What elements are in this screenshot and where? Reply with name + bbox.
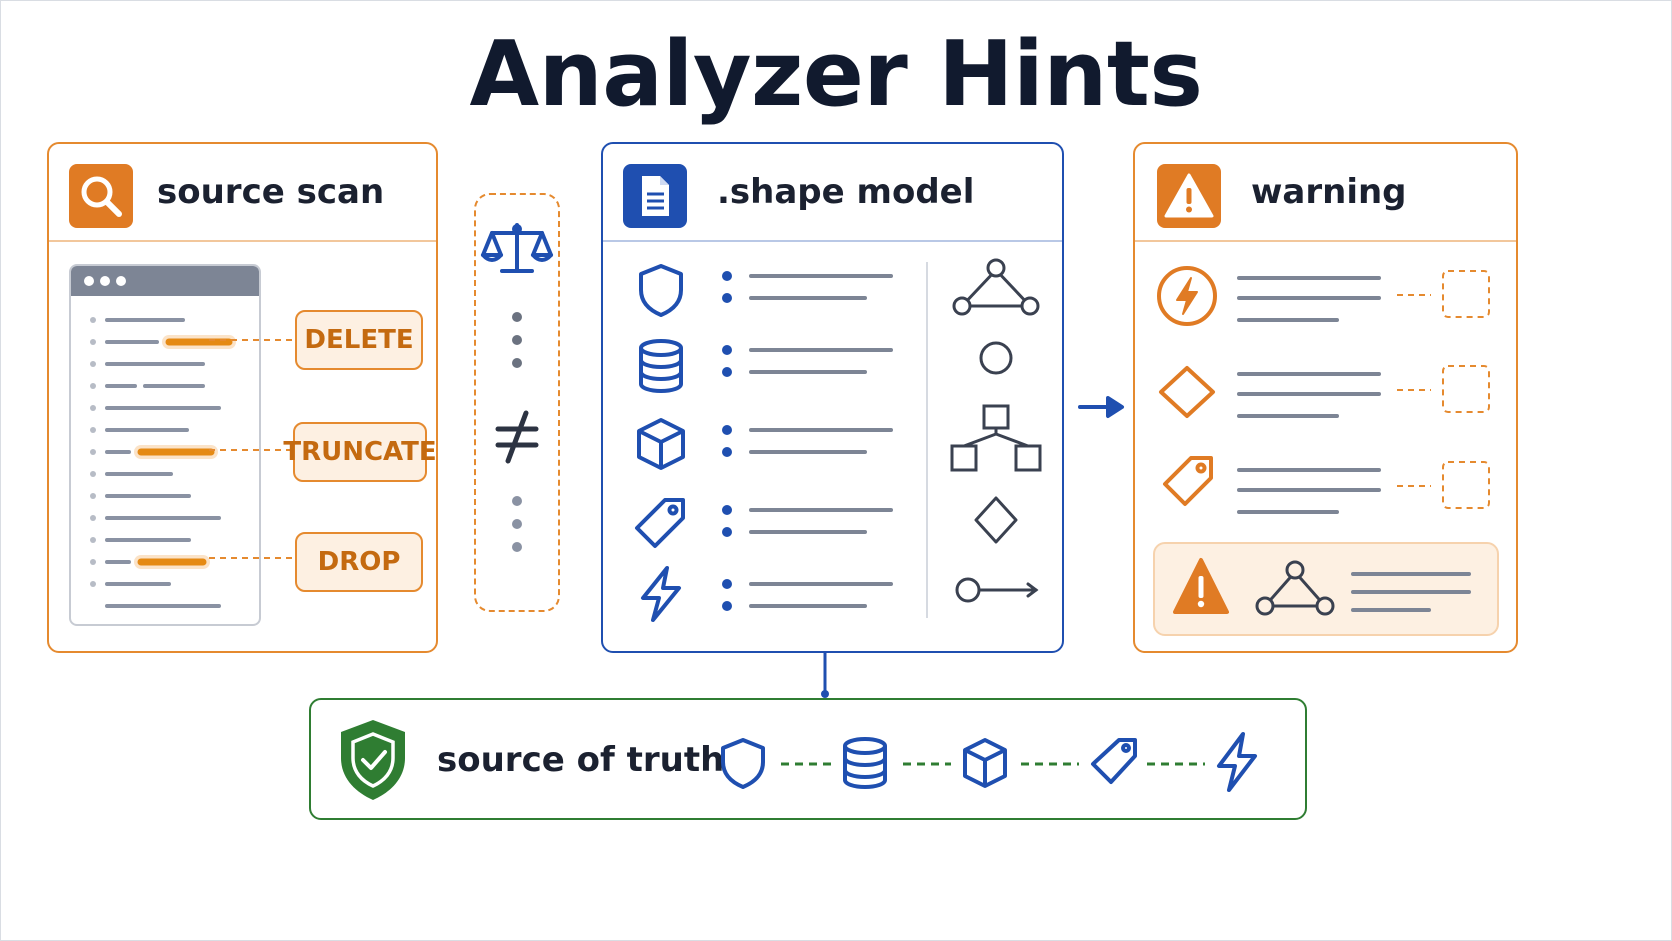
- shield-icon: [721, 738, 765, 789]
- database-icon: [639, 339, 683, 394]
- triangle-graph-icon: [1255, 560, 1335, 616]
- warning-icon: [1173, 558, 1229, 614]
- code-lines: [90, 317, 236, 608]
- source-scan-panel: source scan: [47, 142, 438, 653]
- tag-icon: [635, 498, 685, 548]
- lightning-circle-icon: [1157, 266, 1217, 326]
- shape-model-panel: .shape model: [601, 142, 1064, 653]
- arrow-right-icon: [1078, 396, 1124, 418]
- delete-tag: DELETE: [295, 310, 423, 370]
- tag-connectors: [209, 339, 295, 559]
- window-dots-icon: [84, 276, 126, 286]
- warning-label: warning: [1251, 172, 1407, 212]
- warning-rows: [1157, 266, 1490, 514]
- diamond-icon: [1159, 366, 1215, 418]
- tree-graph-icon: [950, 404, 1042, 472]
- shape-model-header: .shape model: [603, 144, 1062, 242]
- truncate-tag: TRUNCATE: [283, 422, 437, 482]
- shield-icon: [639, 264, 683, 317]
- shape-model-divider: [926, 262, 928, 618]
- balance-scale-icon: [481, 223, 553, 273]
- shape-model-label: .shape model: [717, 172, 975, 212]
- code-window-titlebar: [71, 266, 259, 296]
- circle-icon: [979, 341, 1013, 375]
- page-title: Analyzer Hints: [469, 22, 1203, 127]
- vertical-dots-icon: [512, 312, 522, 368]
- drop-tag: DROP: [295, 532, 423, 592]
- database-icon: [843, 737, 887, 789]
- warning-panel: warning: [1133, 142, 1518, 653]
- document-icon: [623, 164, 687, 228]
- source-of-truth-label: source of truth: [437, 740, 725, 780]
- vertical-connector: [821, 652, 829, 698]
- shape-model-text-lines: [722, 271, 893, 611]
- truth-chain: [721, 732, 1257, 792]
- vertical-dots-icon: [512, 496, 522, 552]
- source-scan-label: source scan: [157, 172, 385, 212]
- source-of-truth-panel: source of truth: [309, 698, 1307, 820]
- comparison-column: [474, 193, 560, 612]
- search-icon: [69, 164, 133, 228]
- lightning-icon: [1217, 732, 1257, 792]
- lightning-icon: [641, 566, 681, 622]
- not-equal-icon: [495, 410, 539, 464]
- warning-icon: [1157, 164, 1221, 228]
- cube-icon: [963, 738, 1007, 788]
- arrow-connector-icon: [955, 577, 1039, 603]
- triangle-graph-icon: [952, 258, 1040, 316]
- tag-icon: [1163, 456, 1213, 506]
- diamond-icon: [974, 496, 1018, 544]
- warning-header: warning: [1135, 144, 1516, 242]
- code-window: [69, 264, 261, 626]
- tag-icon: [1091, 738, 1137, 784]
- warning-summary-box: [1153, 542, 1499, 636]
- source-scan-header: source scan: [49, 144, 436, 242]
- shield-check-icon: [341, 720, 405, 800]
- cube-icon: [637, 418, 685, 470]
